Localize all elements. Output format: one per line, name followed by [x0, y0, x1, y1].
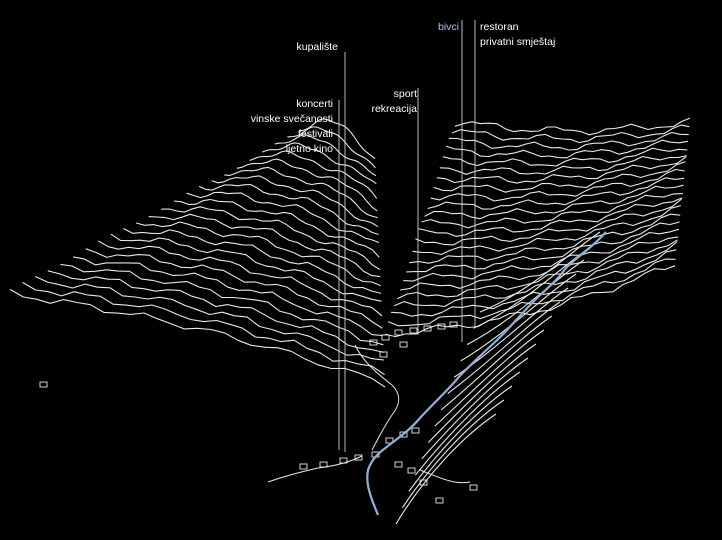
building: [411, 427, 420, 434]
contour-line-left: [110, 233, 382, 302]
contour-line-right: [442, 147, 688, 167]
contour-line-spur: [447, 301, 561, 394]
contour-line-spur: [460, 273, 577, 362]
contour-line-spur: [421, 357, 529, 460]
contour-line-spur: [434, 329, 545, 427]
contour-line-right: [436, 156, 687, 184]
contour-line-left: [287, 126, 376, 169]
contour-line-right: [451, 124, 690, 144]
label-line: rekreacija: [371, 103, 417, 115]
contour-line-spur: [440, 315, 553, 411]
building: [437, 323, 446, 330]
contour-line-left: [148, 213, 381, 278]
contour-line-right: [445, 139, 689, 159]
contour-line-left: [135, 221, 381, 287]
building: [381, 334, 390, 341]
contour-line-left: [47, 270, 384, 353]
contour-line-spur: [466, 259, 585, 346]
label-line: ljetno kino: [285, 143, 333, 155]
contour-line-left: [198, 183, 379, 236]
label-line: privatni smještaj: [480, 36, 556, 48]
contour-line-right: [439, 155, 687, 175]
contour-line-spur: [395, 413, 497, 525]
label-line: vinske svečanosti: [250, 113, 333, 125]
contour-line-right: [406, 221, 680, 273]
contour-line-right: [384, 265, 676, 338]
contour-line-right: [393, 241, 678, 308]
building: [423, 325, 432, 332]
contour-line-right: [427, 177, 685, 210]
contour-line-left: [274, 134, 377, 177]
contour-line-spur: [479, 231, 601, 313]
building: [379, 351, 388, 358]
label-line: sport: [393, 88, 417, 100]
contour-line-spur: [427, 343, 537, 443]
building: [354, 454, 363, 461]
contour-line-left: [211, 175, 379, 228]
contour-line-left: [85, 248, 383, 329]
contour-line-right: [424, 184, 684, 220]
contour-line-left: [9, 288, 386, 388]
contour-line-right: [396, 239, 678, 300]
label-line: kupalište: [296, 41, 338, 53]
contour-line-left: [98, 240, 383, 317]
contour-line-right: [409, 213, 681, 264]
label-line: bivci: [437, 21, 459, 33]
building: [449, 321, 458, 328]
contour-line-left: [224, 166, 378, 219]
contour-line-right: [448, 131, 689, 151]
label-restoran: restoran privatni smještaj: [480, 20, 555, 50]
building: [399, 341, 408, 348]
contour-line-right: [391, 249, 677, 317]
river: [366, 231, 607, 516]
contour-line-spur: [408, 385, 513, 492]
contour-line-right: [412, 205, 682, 256]
contour-line-left: [236, 158, 378, 212]
road: [267, 344, 471, 484]
contour-line-right: [403, 228, 680, 282]
building: [469, 484, 478, 491]
contour-line-right: [400, 236, 679, 291]
contour-line-left: [186, 191, 380, 244]
label-line: koncerti: [296, 98, 333, 110]
contour-line-left: [123, 228, 382, 294]
label-sport: sport rekreacija: [371, 87, 417, 117]
label-kupaliste: kupalište: [297, 40, 338, 55]
contour-line-right: [421, 193, 683, 229]
contour-line-right: [430, 168, 685, 202]
contour-line-left: [60, 263, 384, 346]
contour-line-right: [415, 198, 682, 246]
building: [394, 329, 403, 336]
building: [394, 461, 403, 468]
label-bivci: bivci: [438, 20, 459, 35]
building: [407, 467, 416, 474]
contour-line-left: [72, 256, 383, 337]
contour-line-right: [454, 117, 691, 136]
contour-line-left: [299, 118, 376, 160]
building: [369, 339, 378, 346]
contour-line-left: [161, 206, 381, 270]
label-line: restoran: [480, 21, 519, 33]
contour-line-left: [34, 275, 385, 361]
building: [385, 437, 394, 444]
contour-line-spur: [402, 399, 505, 508]
building: [419, 479, 428, 486]
contour-line-right: [433, 161, 686, 193]
contour-line-spur: [414, 371, 521, 476]
contour-line-left: [22, 281, 385, 376]
contour-line-left: [262, 142, 377, 185]
building: [409, 327, 418, 334]
building: [399, 431, 408, 438]
label-koncerti: koncerti vinske svečanosti festivali lje…: [251, 97, 333, 157]
building: [435, 497, 444, 504]
building: [39, 381, 48, 388]
leader-lines: [338, 20, 476, 452]
contour-line-left: [249, 150, 378, 199]
label-line: festivali: [297, 128, 333, 140]
building: [299, 463, 308, 470]
